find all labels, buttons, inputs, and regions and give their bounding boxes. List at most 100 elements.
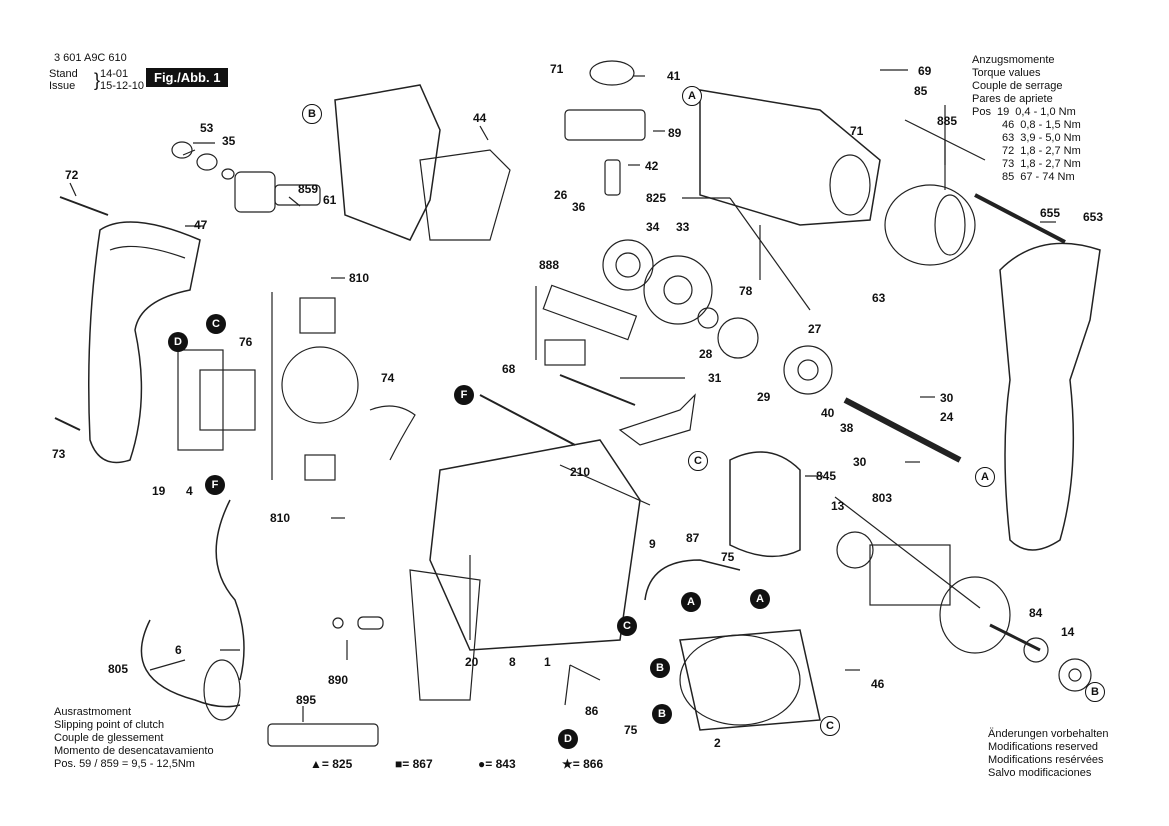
part-label: 1 (544, 655, 551, 669)
torque-line: Couple de serrage (972, 80, 1063, 92)
part-label: 28 (699, 347, 713, 361)
torque-line: Torque values (972, 67, 1041, 79)
part-label: 42 (645, 159, 659, 173)
clutch-block: Ausrastmoment Slipping point of clutch C… (54, 706, 214, 771)
torque-line: Pares de apriete (972, 93, 1053, 105)
torque-pos: 72 (1002, 145, 1015, 157)
connector-badge-f: F (454, 385, 474, 405)
part-label: 89 (668, 126, 682, 140)
part-label: 36 (572, 200, 586, 214)
clutch-line: Momento de desencatavamiento (54, 745, 214, 757)
triangle-icon: ▲ (310, 757, 322, 771)
connector-badge-a: A (975, 467, 995, 487)
torque-value: 0,8 - 1,5 Nm (1020, 119, 1081, 131)
part-label: 895 (296, 693, 317, 707)
part-label: 71 (850, 124, 864, 138)
connector-badge-b: B (1085, 682, 1105, 702)
connector-badge-b: B (302, 104, 322, 124)
connector-badge-a: A (750, 589, 770, 609)
stand-label: Stand (49, 68, 78, 80)
part-label: 85 (914, 84, 928, 98)
part-number: 3 601 A9C 610 (54, 52, 127, 64)
figure-label: Fig./Abb. 1 (146, 68, 229, 87)
part-label: 29 (757, 390, 771, 404)
part-label: 13 (831, 499, 845, 513)
issue-label: Issue (49, 80, 76, 92)
connector-badge-b: B (650, 658, 670, 678)
part-label: 2 (714, 736, 721, 750)
part-label: 24 (940, 410, 954, 424)
part-label: 68 (502, 362, 516, 376)
part-label: 810 (270, 511, 291, 525)
part-label: 19 (152, 484, 166, 498)
part-label: 69 (918, 64, 932, 78)
connector-badge-d: D (168, 332, 188, 352)
part-label: 31 (708, 371, 722, 385)
part-label: 810 (349, 271, 370, 285)
part-label: 34 (646, 220, 660, 234)
part-label: 46 (871, 677, 885, 691)
connector-badge-b: B (652, 704, 672, 724)
part-label: 47 (194, 218, 208, 232)
torque-value: 0,4 - 1,0 Nm (1015, 106, 1076, 118)
part-label: 84 (1029, 606, 1043, 620)
clutch-pos-line: Pos. 59 / 859 = 9,5 - 12,5Nm (54, 758, 195, 770)
part-label: 73 (52, 447, 66, 461)
part-label: 40 (821, 406, 835, 420)
part-label: 825 (646, 191, 667, 205)
part-label: 27 (808, 322, 822, 336)
clutch-line: Slipping point of clutch (54, 719, 165, 731)
part-label: 72 (65, 168, 79, 182)
torque-values-block: Anzugsmomente Torque values Couple de se… (972, 54, 1081, 184)
modifications-line: Modifications resérvées (988, 754, 1104, 766)
torque-pos: 85 (1002, 171, 1015, 183)
torque-row: 85 67 - 74 Nm (972, 171, 1081, 184)
modifications-block: Änderungen vorbehalten Modifications res… (988, 728, 1108, 780)
part-label: 890 (328, 673, 349, 687)
part-label: 78 (739, 284, 753, 298)
stand-value: 14-01 (100, 68, 129, 80)
torque-pos: 73 (1002, 158, 1015, 170)
part-label: 61 (323, 193, 337, 207)
part-label: 74 (381, 371, 395, 385)
legend-item: ●= 843 (478, 757, 516, 771)
part-label: 14 (1061, 625, 1075, 639)
modifications-line: Modifications reserved (988, 741, 1099, 753)
connector-badge-c: C (617, 616, 637, 636)
clutch-line: Couple de glessement (54, 732, 164, 744)
part-label: 86 (585, 704, 599, 718)
part-label: 75 (721, 550, 735, 564)
legend-item: ▲= 825 (310, 757, 353, 771)
connector-badge-a: A (682, 86, 702, 106)
torque-line: Anzugsmomente (972, 54, 1055, 66)
part-label: 38 (840, 421, 854, 435)
part-label: 71 (550, 62, 564, 76)
part-label: 87 (686, 531, 700, 545)
modifications-line: Salvo modificaciones (988, 767, 1092, 779)
legend-item: ★= 866 (562, 757, 604, 771)
part-label: 653 (1083, 210, 1104, 224)
torque-value: 67 - 74 Nm (1020, 171, 1075, 183)
part-label: 805 (108, 662, 129, 676)
part-label: 63 (872, 291, 886, 305)
square-icon: ■ (395, 757, 403, 771)
connector-badge-d: D (558, 729, 578, 749)
part-label: 26 (554, 188, 568, 202)
modifications-line: Änderungen vorbehalten (988, 728, 1109, 740)
part-label: 6 (175, 643, 182, 657)
star-icon: ★ (562, 757, 573, 771)
part-label: 888 (539, 258, 560, 272)
part-label: 9 (649, 537, 656, 551)
part-label: 41 (667, 69, 681, 83)
part-label: 76 (239, 335, 253, 349)
connector-badge-c: C (206, 314, 226, 334)
clutch-line: Ausrastmoment (54, 706, 132, 718)
part-label: 655 (1040, 206, 1061, 220)
part-label: 44 (473, 111, 487, 125)
